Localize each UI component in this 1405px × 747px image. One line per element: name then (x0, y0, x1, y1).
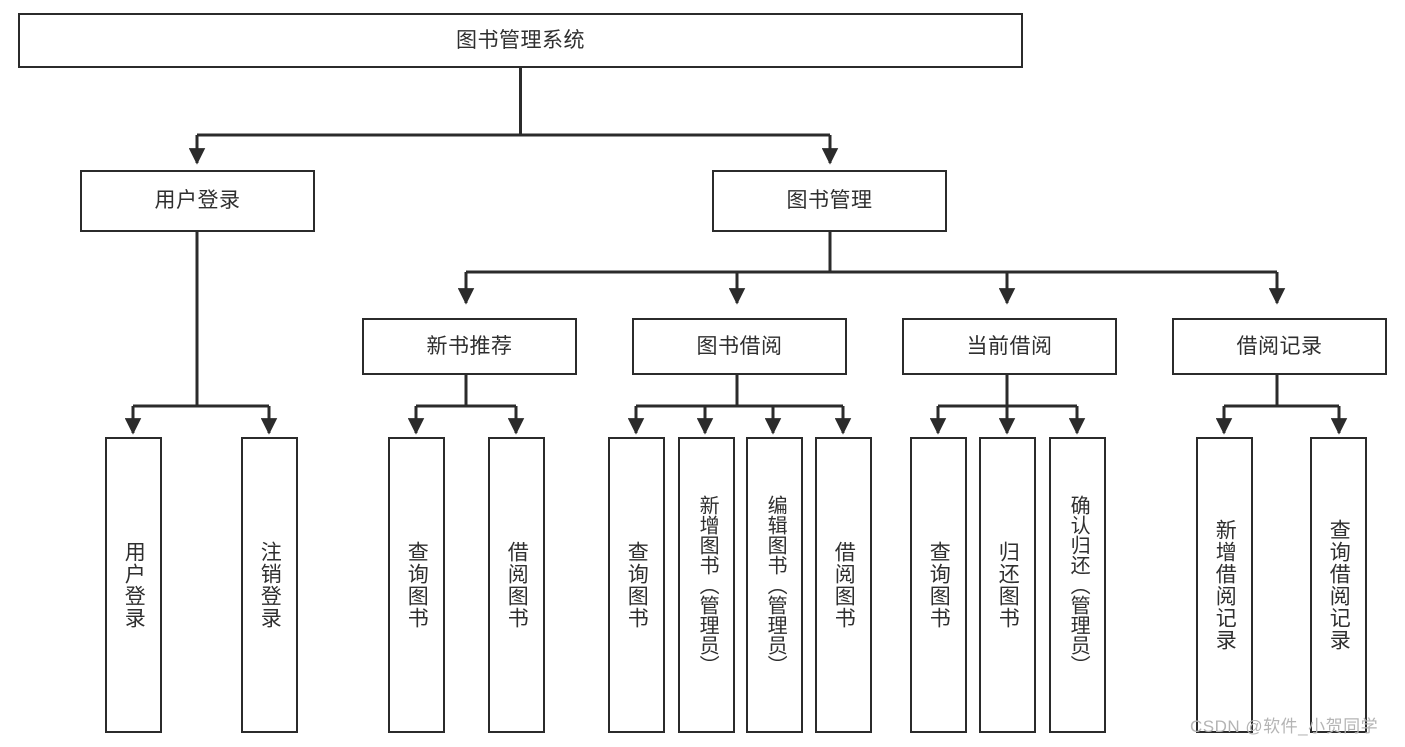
node-current-borrow[interactable]: 当前借阅 (902, 318, 1117, 375)
watermark-text: CSDN @软件_小贺同学 (1190, 717, 1379, 736)
node-borrow-record[interactable]: 借阅记录 (1172, 318, 1387, 375)
node-leaf-add-record-label: 新增借阅记录 (1213, 519, 1237, 651)
node-leaf-query-record-label: 查询借阅记录 (1327, 519, 1351, 651)
edge-bookborrow-to-leaves (627, 375, 852, 435)
edge-newbook-to-leaves (407, 375, 525, 435)
node-leaf-return-book-label: 归还图书 (996, 541, 1020, 629)
node-leaf-edit-book[interactable]: 编辑图书（管理员） (746, 437, 803, 733)
node-leaf-user-login[interactable]: 用户登录 (105, 437, 162, 733)
node-user-login[interactable]: 用户登录 (80, 170, 315, 232)
node-leaf-add-book-label: 新增图书（管理员） (696, 495, 719, 675)
node-book-borrow[interactable]: 图书借阅 (632, 318, 847, 375)
edge-root-to-level1 (188, 68, 839, 165)
node-leaf-borrow-book-2[interactable]: 借阅图书 (815, 437, 872, 733)
edge-borrowrecord-to-leaves (1215, 375, 1348, 435)
node-book-manage-label: 图书管理 (786, 189, 873, 213)
node-root-label: 图书管理系统 (456, 28, 585, 52)
node-leaf-add-book[interactable]: 新增图书（管理员） (678, 437, 735, 733)
edge-bookmanage-to-level2 (457, 232, 1286, 305)
edge-currentborrow-to-leaves (929, 375, 1086, 435)
node-leaf-add-record[interactable]: 新增借阅记录 (1196, 437, 1253, 733)
node-leaf-borrow-book-1[interactable]: 借阅图书 (488, 437, 545, 733)
edge-userlogin-to-leaves (124, 232, 278, 435)
node-leaf-borrow-book-2-label: 借阅图书 (832, 541, 856, 629)
node-leaf-return-book[interactable]: 归还图书 (979, 437, 1036, 733)
node-new-book-recommend[interactable]: 新书推荐 (362, 318, 577, 375)
node-leaf-query-book-3[interactable]: 查询图书 (910, 437, 967, 733)
node-leaf-query-book-2[interactable]: 查询图书 (608, 437, 665, 733)
node-leaf-query-book-2-label: 查询图书 (625, 541, 649, 629)
node-leaf-query-record[interactable]: 查询借阅记录 (1310, 437, 1367, 733)
node-leaf-logout-login-label: 注销登录 (258, 541, 282, 629)
node-leaf-query-book-3-label: 查询图书 (927, 541, 951, 629)
node-book-manage[interactable]: 图书管理 (712, 170, 947, 232)
node-leaf-logout-login[interactable]: 注销登录 (241, 437, 298, 733)
node-leaf-borrow-book-1-label: 借阅图书 (505, 541, 529, 629)
node-root[interactable]: 图书管理系统 (18, 13, 1023, 68)
node-leaf-query-book-1-label: 查询图书 (405, 541, 429, 629)
node-leaf-confirm-return-label: 确认归还（管理员） (1067, 495, 1090, 675)
node-borrow-record-label: 借阅记录 (1236, 334, 1323, 358)
node-leaf-confirm-return[interactable]: 确认归还（管理员） (1049, 437, 1106, 733)
node-leaf-query-book-1[interactable]: 查询图书 (388, 437, 445, 733)
node-new-book-recommend-label: 新书推荐 (426, 334, 513, 358)
node-leaf-edit-book-label: 编辑图书（管理员） (764, 495, 787, 675)
node-user-login-label: 用户登录 (154, 189, 241, 213)
node-leaf-user-login-label: 用户登录 (122, 541, 146, 629)
node-current-borrow-label: 当前借阅 (966, 334, 1053, 358)
node-book-borrow-label: 图书借阅 (696, 334, 783, 358)
